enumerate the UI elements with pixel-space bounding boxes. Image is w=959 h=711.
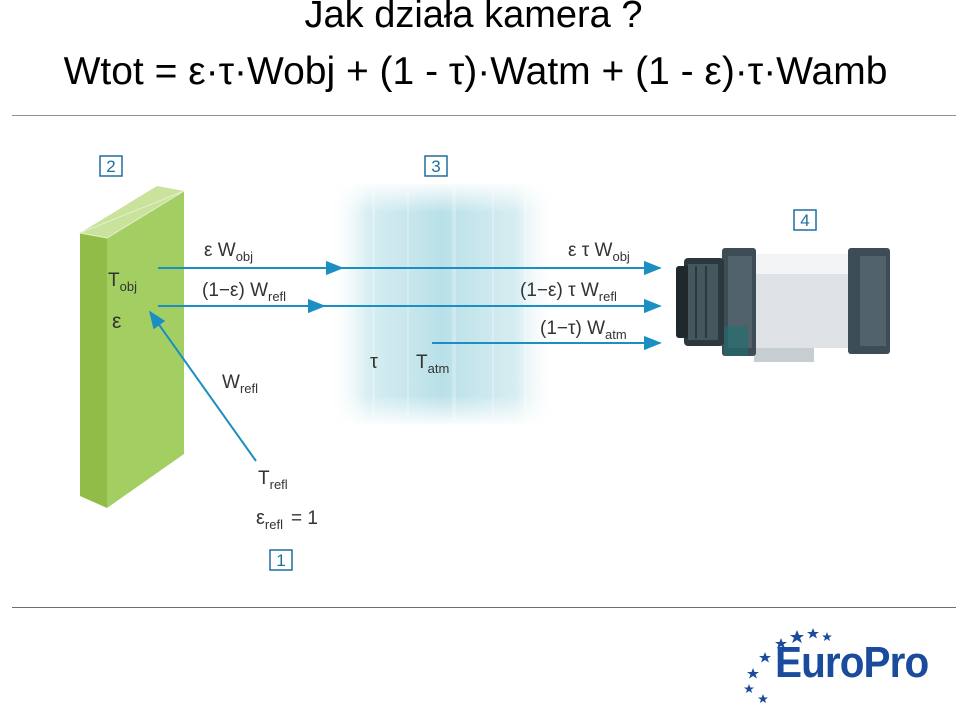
label-eps-refl: εrefl= 1 xyxy=(256,507,318,532)
svg-text:3: 3 xyxy=(431,157,440,176)
camera-icon xyxy=(676,248,890,362)
europro-logo xyxy=(744,628,832,703)
radiation-arrows xyxy=(148,260,662,462)
svg-text:4: 4 xyxy=(800,211,809,230)
label-t-refl: Trefl xyxy=(258,468,288,492)
label-epsilon: ε xyxy=(112,310,121,333)
label-t-obj: Tobj xyxy=(108,270,137,294)
box-3: 3 xyxy=(424,155,448,177)
thermal-camera-diagram: 2 3 4 1 ε Wobj (1−ε) Wrefl ε τ Wobj (1−ε… xyxy=(78,155,890,571)
svg-text:2: 2 xyxy=(106,157,115,176)
top-divider xyxy=(12,115,956,116)
bottom-divider xyxy=(12,607,956,608)
label-one-minus-eps-tau-wrefl: (1−ε) τ Wrefl xyxy=(520,280,617,304)
logo-text: EuroPro xyxy=(775,638,929,687)
label-eps-tau-wobj: ε τ Wobj xyxy=(568,240,630,264)
label-one-minus-tau-watm: (1−τ) Watm xyxy=(540,318,627,342)
label-w-refl: Wrefl xyxy=(222,372,258,396)
box-2: 2 xyxy=(99,155,123,177)
arrow-wrefl-incident xyxy=(148,310,257,462)
label-eps-wobj: ε Wobj xyxy=(204,240,253,264)
formula: Wtot = ε·τ·Wobj + (1 - τ)·Watm + (1 - ε)… xyxy=(63,50,888,93)
label-one-minus-eps-wrefl: (1−ε) Wrefl xyxy=(202,280,286,304)
logo-stars-icon xyxy=(744,628,832,703)
label-t-atm: Tatm xyxy=(416,352,449,376)
label-tau: τ xyxy=(370,351,378,373)
object-panel xyxy=(78,186,185,508)
atmosphere-streaks xyxy=(372,188,527,420)
box-1: 1 xyxy=(269,549,293,571)
svg-text:1: 1 xyxy=(276,551,285,570)
page-title: Jak działa kamera ? xyxy=(304,0,643,36)
atmosphere-fade xyxy=(327,184,557,424)
box-4: 4 xyxy=(793,209,817,231)
